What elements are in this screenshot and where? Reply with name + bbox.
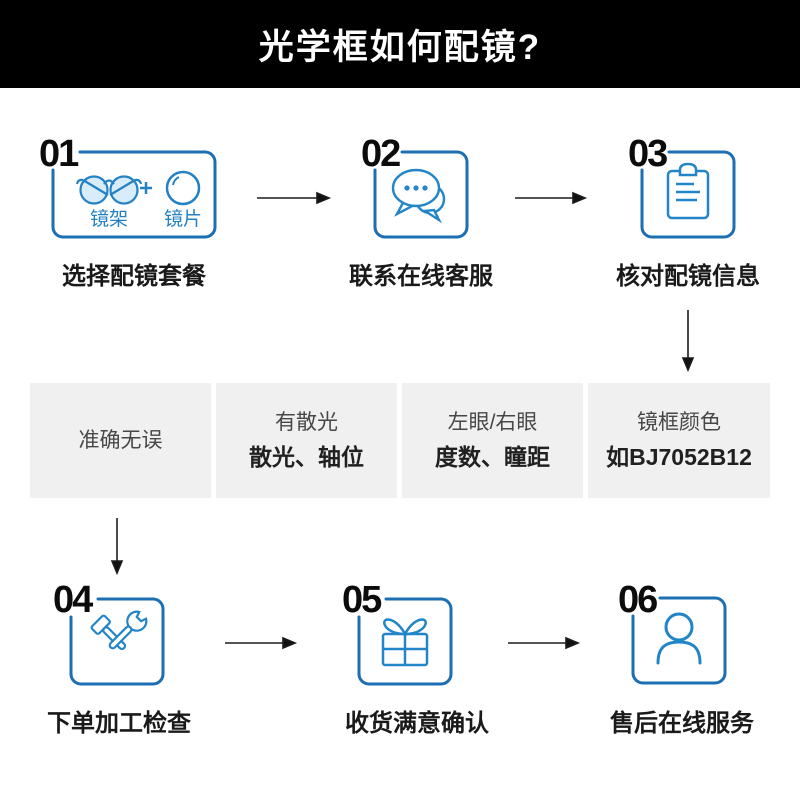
step5-box xyxy=(357,597,453,686)
clipboard-icon xyxy=(666,162,710,220)
step-number-1: 01 xyxy=(39,133,79,175)
step-box-outline xyxy=(631,596,727,685)
step-box-outline xyxy=(373,150,469,239)
step-number-2: 02 xyxy=(361,133,401,175)
user-icon xyxy=(656,612,702,665)
info-box-frame-color: 镜框颜色 如BJ7052B12 xyxy=(588,383,770,498)
step-box-outline xyxy=(51,150,217,239)
info-line: 有散光 xyxy=(275,411,338,434)
step-number-5: 05 xyxy=(342,579,382,621)
info-line-bold: 度数、瞳距 xyxy=(435,444,550,470)
step1-box xyxy=(51,150,217,239)
step-caption-3: 核对配镜信息 xyxy=(616,263,760,290)
frame-label: 镜架 xyxy=(89,209,128,230)
info-box-astigmatism: 有散光 散光、轴位 xyxy=(216,383,397,498)
step-caption-6: 售后在线服务 xyxy=(610,710,754,737)
page-title: 光学框如何配镜? xyxy=(258,27,542,67)
info-line-bold: 如BJ7052B12 xyxy=(606,444,752,470)
step6-box xyxy=(631,596,727,685)
gift-icon xyxy=(381,618,429,667)
glasses-icon xyxy=(75,175,143,205)
arrowhead xyxy=(565,636,581,650)
step-caption-2: 联系在线客服 xyxy=(349,263,493,290)
tools-icon xyxy=(90,610,148,651)
arrowhead xyxy=(282,636,298,650)
info-line: 左眼/右眼 xyxy=(447,411,538,434)
info-line-bold: 散光、轴位 xyxy=(249,444,364,470)
step-box-outline xyxy=(357,597,453,686)
step-caption-4: 下单加工检查 xyxy=(47,710,191,737)
step-box-outline xyxy=(640,150,736,239)
info-line: 镜框颜色 xyxy=(637,411,721,434)
step-caption-1: 选择配镜套餐 xyxy=(62,263,206,290)
arrowhead xyxy=(572,191,588,205)
step-number-3: 03 xyxy=(628,133,668,175)
info-line: 准确无误 xyxy=(78,429,163,452)
step2-box xyxy=(373,150,469,239)
plus-icon xyxy=(140,182,152,194)
step-number-4: 04 xyxy=(53,579,93,621)
lens-label: 镜片 xyxy=(163,209,202,230)
step4-box xyxy=(69,597,165,686)
step-number-6: 06 xyxy=(618,579,658,621)
lens-icon xyxy=(165,170,201,206)
arrowhead xyxy=(110,560,124,576)
step-caption-5: 收货满意确认 xyxy=(345,710,489,737)
arrowhead xyxy=(681,357,695,373)
title-banner: 光学框如何配镜? xyxy=(0,0,800,88)
info-box-accuracy: 准确无误 xyxy=(30,383,211,498)
arrowhead xyxy=(316,191,332,205)
chat-icon xyxy=(391,168,446,224)
step-box-outline xyxy=(69,597,165,686)
step3-box xyxy=(640,150,736,239)
info-box-eyes: 左眼/右眼 度数、瞳距 xyxy=(402,383,583,498)
